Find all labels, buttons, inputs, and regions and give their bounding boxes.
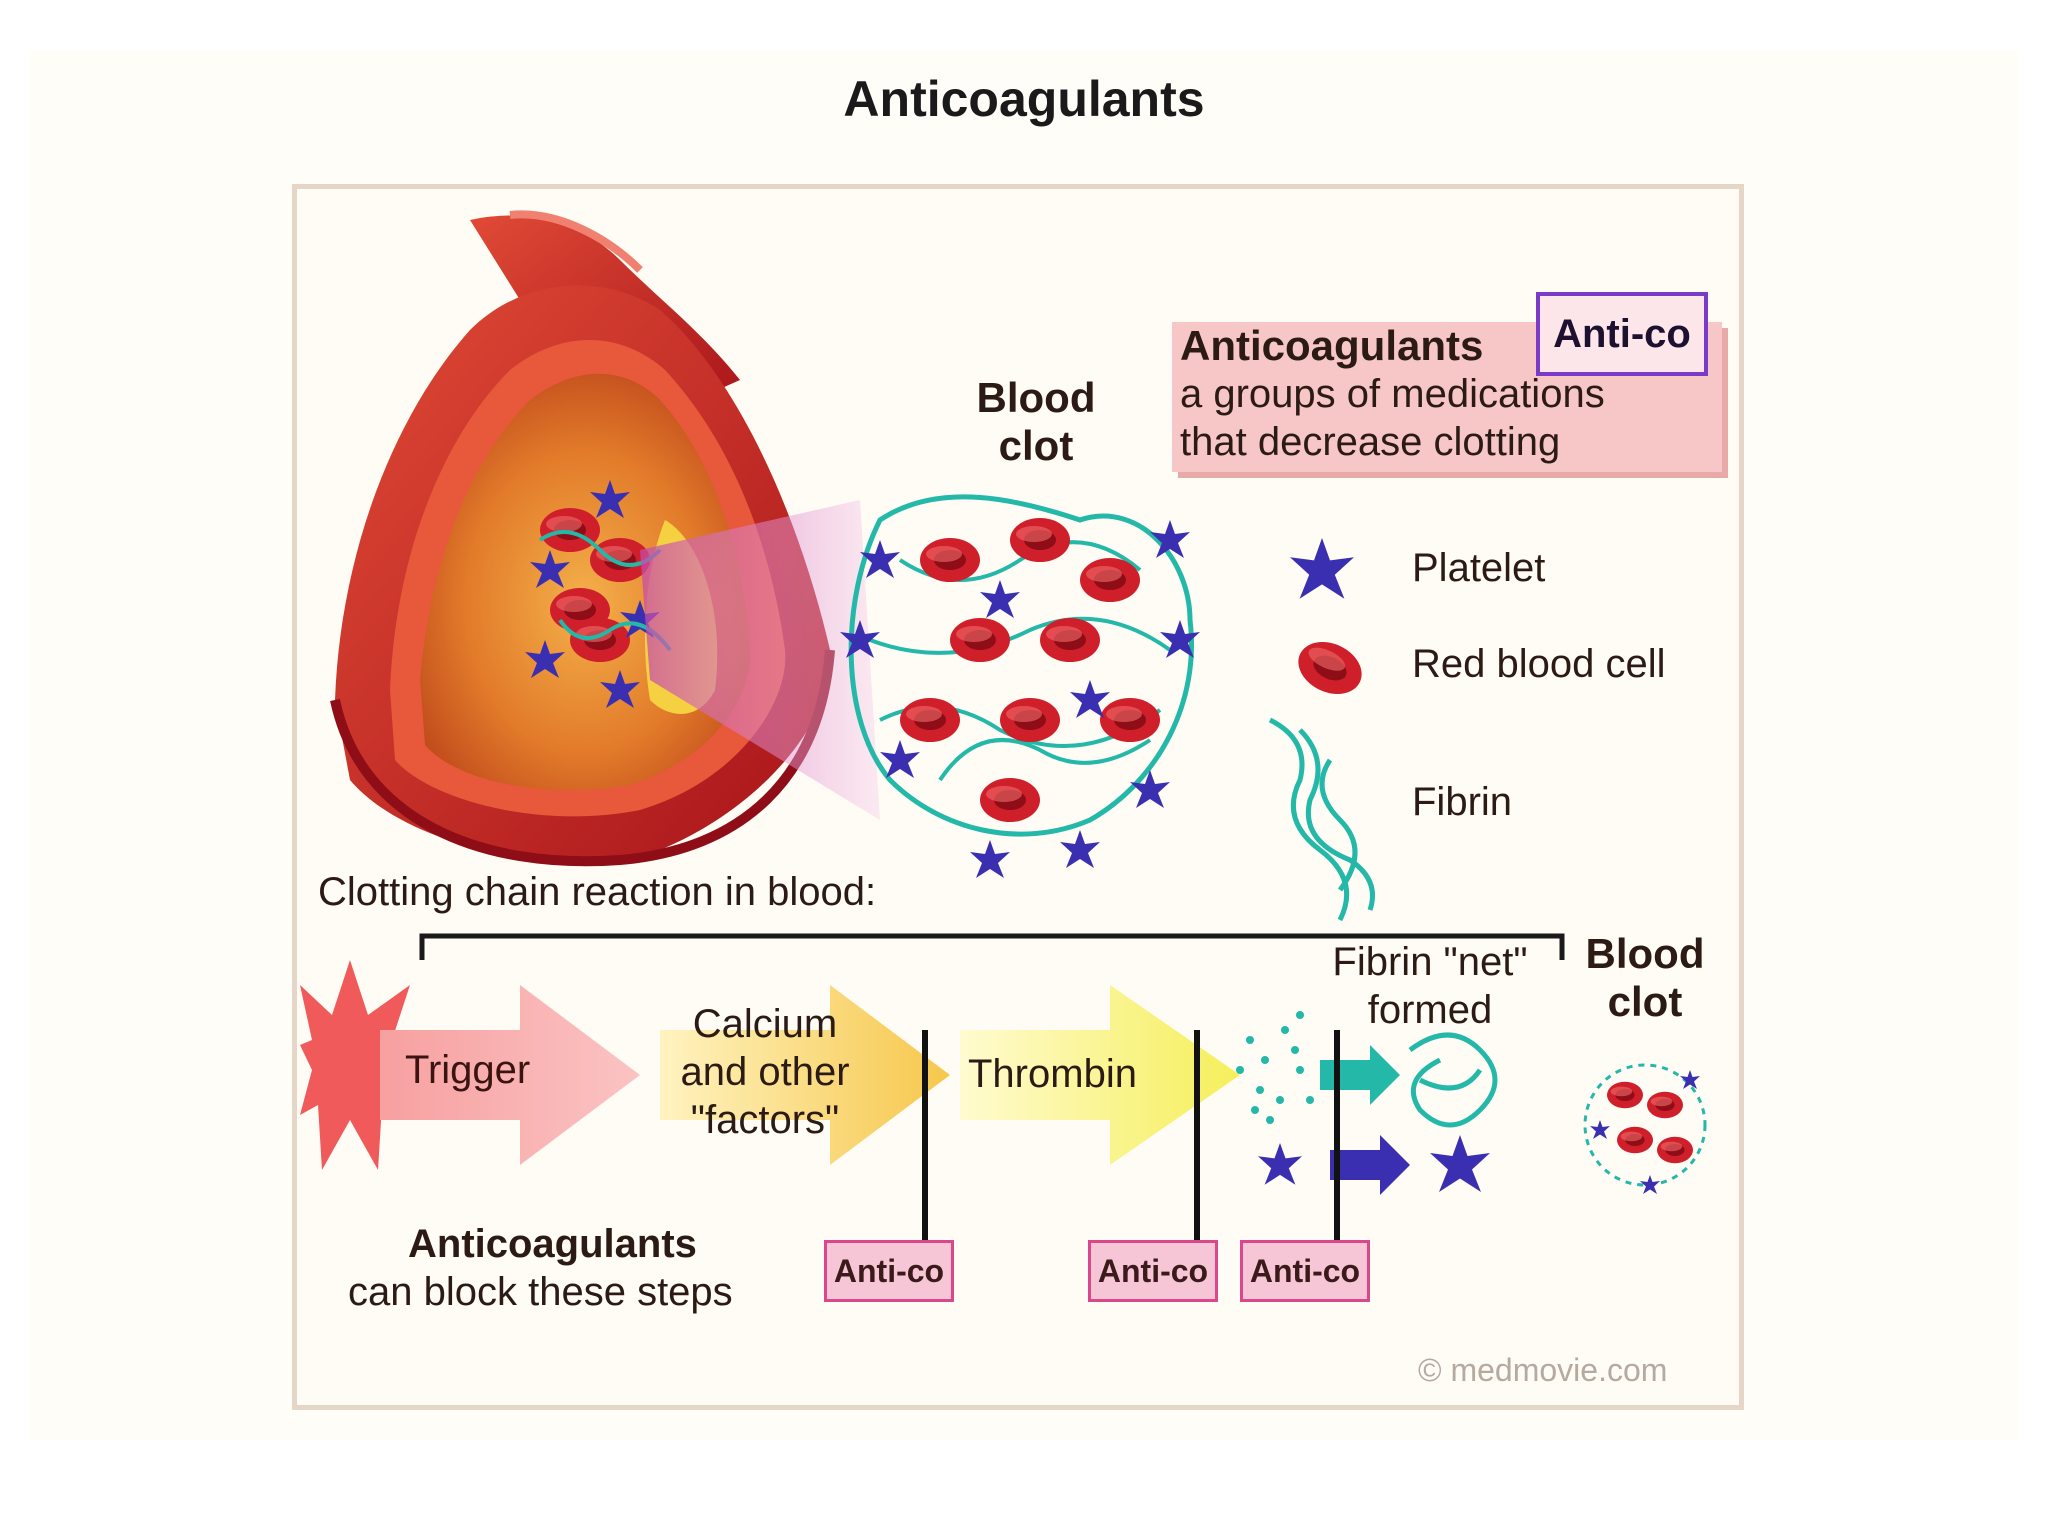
legend-label-fibrin: Fibrin <box>1412 780 1513 824</box>
block-note-heading: Anticoagulants <box>408 1222 697 1266</box>
step-calcium-line-3: "factors" <box>690 1098 840 1142</box>
block-tag-fibrin: Anti-co <box>1240 1240 1370 1302</box>
step-calcium-line-2: and other <box>680 1050 850 1094</box>
page-title: Anticoagulants <box>843 71 1205 127</box>
thrombin-arrow <box>960 985 1240 1165</box>
anticoagulant-tag: Anti-co <box>1536 292 1708 376</box>
trigger-burst-icon <box>300 960 445 1170</box>
chain-bracket <box>419 933 1565 960</box>
block-tag-calcium: Anti-co <box>824 1240 954 1302</box>
definition-line-2: that decrease clotting <box>1180 420 1561 464</box>
block-note-line-2: can block these steps <box>348 1270 733 1314</box>
credit-text: © medmovie.com <box>1418 1352 1668 1388</box>
fibrin-net-icon <box>1408 1032 1498 1128</box>
result-blood-clot-line-2: clot <box>1607 978 1683 1025</box>
step-fibrin-net-line-2: formed <box>1367 988 1493 1032</box>
result-blood-clot-line-1: Blood <box>1585 930 1705 977</box>
trigger-arrow <box>380 985 640 1165</box>
platelet-activated-icon <box>1430 1135 1490 1192</box>
block-tag-thrombin: Anti-co <box>1088 1240 1218 1302</box>
blood-clot-illustration <box>840 494 1200 878</box>
small-blood-clot-icon <box>1583 1063 1707 1194</box>
legend-label-platelet: Platelet <box>1412 546 1546 590</box>
red-blood-cell-icon <box>1289 632 1371 704</box>
blood-clot-label-line-1: Blood <box>976 374 1096 421</box>
platelet-icon <box>1290 538 1354 599</box>
fibrin-fragments-icon <box>1236 1011 1314 1124</box>
magnify-cone <box>640 500 880 820</box>
blood-clot-label-line-2: clot <box>998 422 1074 469</box>
legend-label-red-blood-cell: Red blood cell <box>1412 642 1666 686</box>
step-thrombin: Thrombin <box>968 1052 1137 1096</box>
step-calcium-line-1: Calcium <box>692 1002 838 1046</box>
step-trigger: Trigger <box>405 1048 531 1092</box>
fibrin-icon <box>1268 717 1375 922</box>
platelet-arrow <box>1330 1135 1410 1195</box>
platelet-inactive-icon <box>1258 1143 1302 1185</box>
definition-line-1: a groups of medications <box>1180 372 1605 416</box>
calcium-arrow <box>660 985 950 1165</box>
fibrin-arrow <box>1320 1045 1400 1105</box>
definition-heading: Anticoagulants <box>1180 322 1484 369</box>
step-fibrin-net-line-1: Fibrin "net" <box>1332 940 1528 984</box>
chain-heading: Clotting chain reaction in blood: <box>318 870 877 914</box>
